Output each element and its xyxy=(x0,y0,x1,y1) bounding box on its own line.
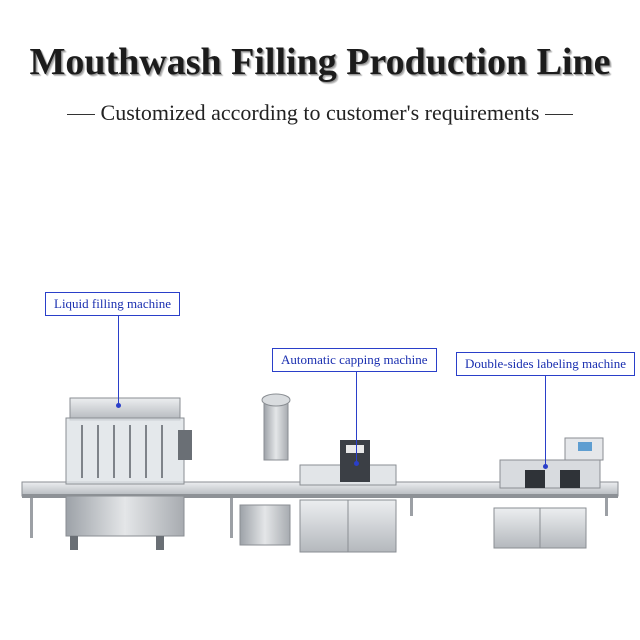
subtitle-text: Customized according to customer's requi… xyxy=(100,100,540,125)
labeling-leader-dot xyxy=(543,464,548,469)
page-title: Mouthwash Filling Production Line xyxy=(29,41,611,83)
liquid-filling-machine xyxy=(65,397,192,550)
automatic-capping-machine xyxy=(239,393,397,553)
callout-double-sides-labeling-machine: Double-sides labeling machine xyxy=(456,352,636,376)
subtitle-right-rule xyxy=(545,114,574,116)
capping-leader-dot xyxy=(354,461,359,466)
conveyor-belt xyxy=(21,481,619,538)
capping-leader-line xyxy=(356,370,357,464)
labeling-leader-line xyxy=(545,375,546,467)
subtitle-left-rule xyxy=(66,114,95,116)
filling-leader-dot xyxy=(116,403,121,408)
callout-automatic-capping-machine: Automatic capping machine xyxy=(272,348,437,372)
double-sides-labeling-machine xyxy=(493,437,604,549)
filling-leader-line xyxy=(118,314,119,406)
page-subtitle: Customized according to customer's requi… xyxy=(0,100,640,126)
callout-liquid-filling-machine: Liquid filling machine xyxy=(45,292,180,316)
